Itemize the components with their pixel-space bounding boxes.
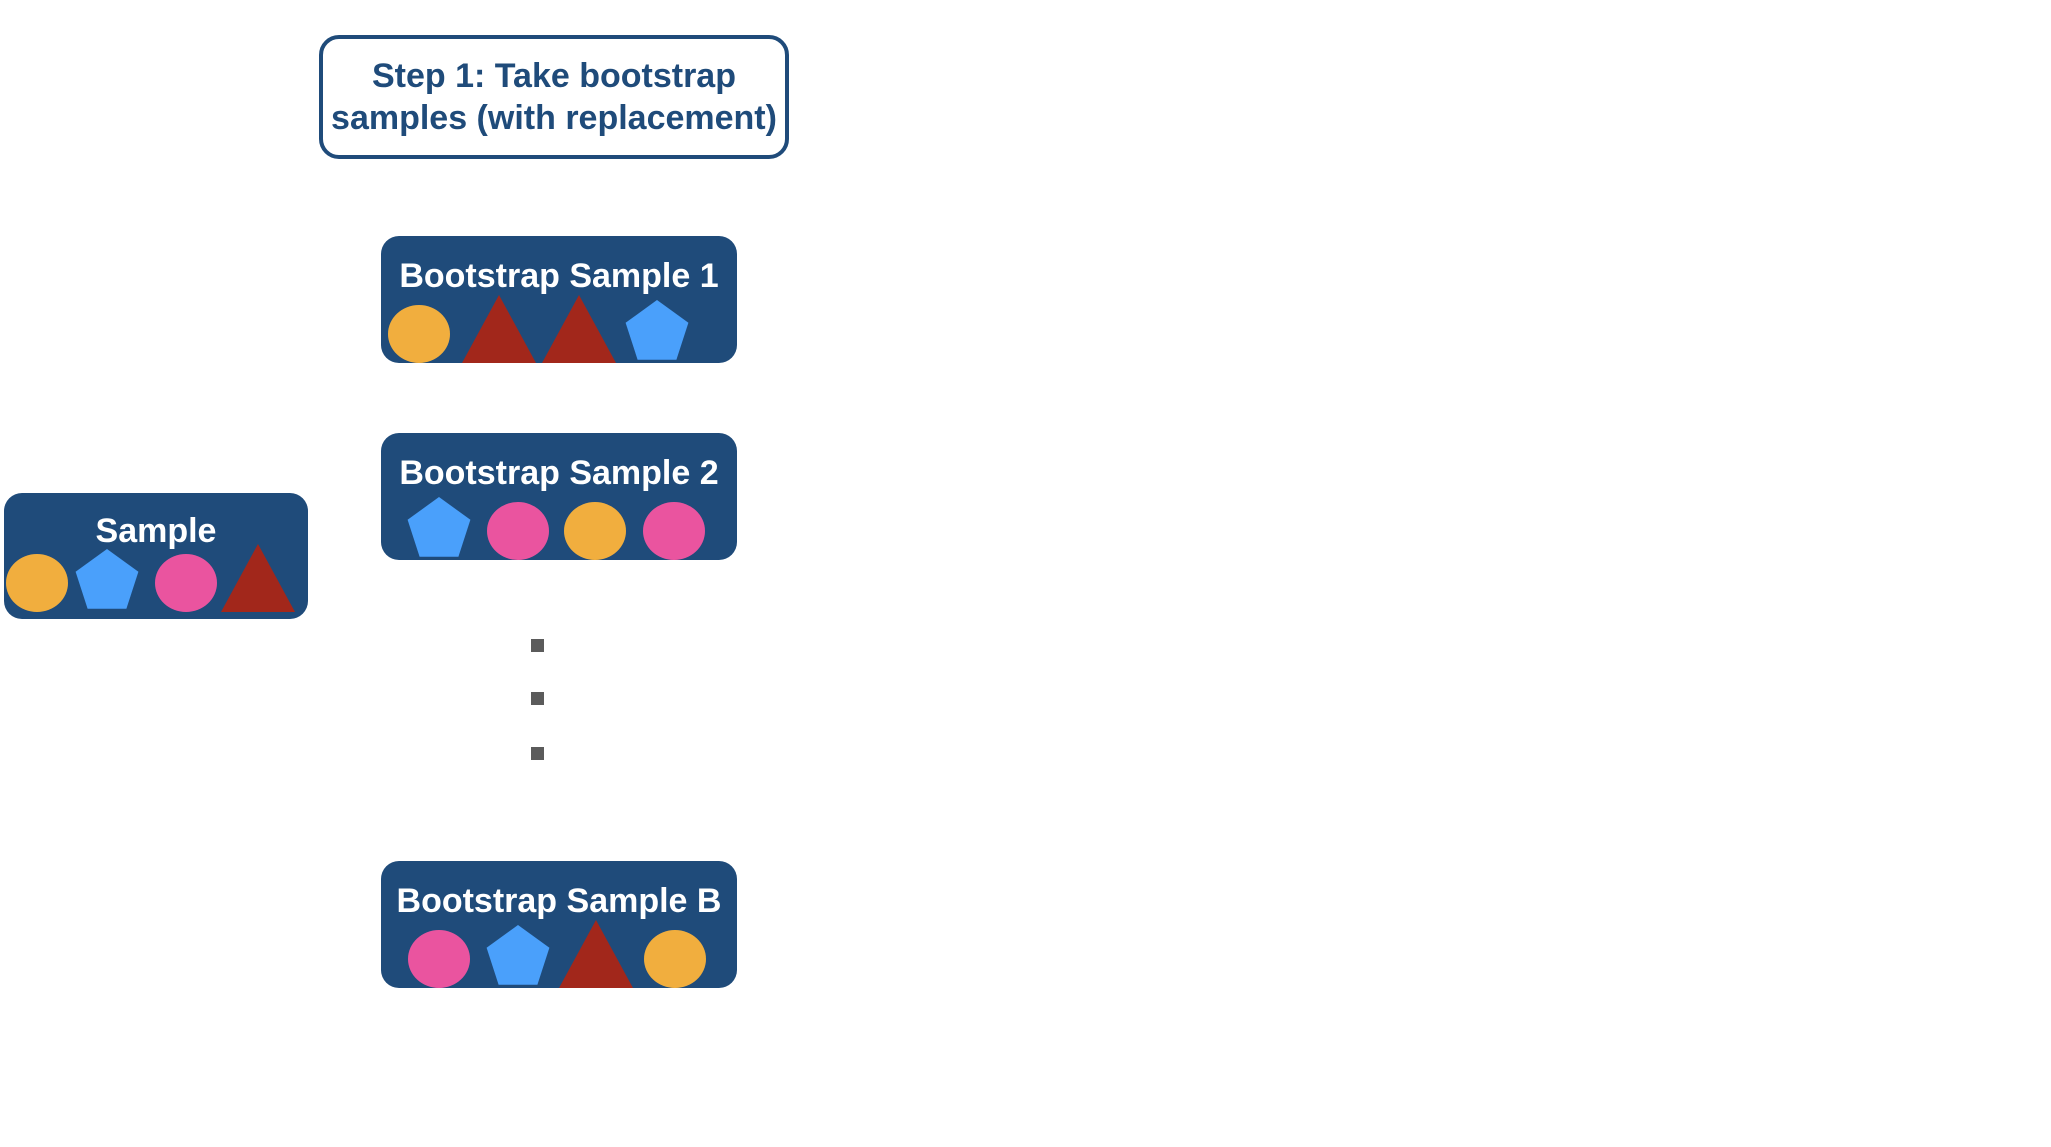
original-sample-card: Sample xyxy=(4,493,308,619)
blue-pentagon-icon xyxy=(625,300,689,360)
step-1-label: Step 1: Take bootstrap samples (with rep… xyxy=(319,35,789,159)
bootstrap-sample-2-card: Bootstrap Sample 2 xyxy=(381,433,737,560)
orange-circle-icon xyxy=(6,554,68,612)
bootstrap-sample-1-title: Bootstrap Sample 1 xyxy=(399,257,719,295)
pink-circle-icon xyxy=(408,930,470,988)
bootstrap-sample-1-shapes xyxy=(388,295,689,363)
pink-circle-icon xyxy=(155,554,217,612)
red-triangle-icon xyxy=(542,295,616,363)
blue-pentagon-icon xyxy=(75,549,139,609)
orange-circle-icon xyxy=(564,502,626,560)
red-triangle-icon xyxy=(462,295,536,363)
ellipsis-dot-2 xyxy=(531,692,544,705)
red-triangle-icon xyxy=(221,544,295,612)
bootstrap-sample-b-card: Bootstrap Sample B xyxy=(381,861,737,988)
sample-title: Sample xyxy=(95,512,217,550)
pink-circle-icon xyxy=(643,502,705,560)
sample-shapes xyxy=(6,544,295,612)
ellipsis-dot-1 xyxy=(531,639,544,652)
bootstrap-sample-b-title: Bootstrap Sample B xyxy=(396,882,722,920)
red-triangle-icon xyxy=(559,920,633,988)
bootstrap-sample-2-shapes xyxy=(407,497,705,560)
orange-circle-icon xyxy=(388,305,450,363)
blue-pentagon-icon xyxy=(407,497,471,557)
step-1-line-2: samples (with replacement) xyxy=(331,99,777,137)
bootstrap-sample-1-card: Bootstrap Sample 1 xyxy=(381,236,737,363)
step-1-line-1: Step 1: Take bootstrap xyxy=(371,57,736,95)
pink-circle-icon xyxy=(487,502,549,560)
blue-pentagon-icon xyxy=(486,925,550,985)
bootstrap-sample-2-title: Bootstrap Sample 2 xyxy=(399,454,719,492)
ellipsis-dot-3 xyxy=(531,747,544,760)
orange-circle-icon xyxy=(644,930,706,988)
bootstrap-sample-b-shapes xyxy=(408,920,706,988)
